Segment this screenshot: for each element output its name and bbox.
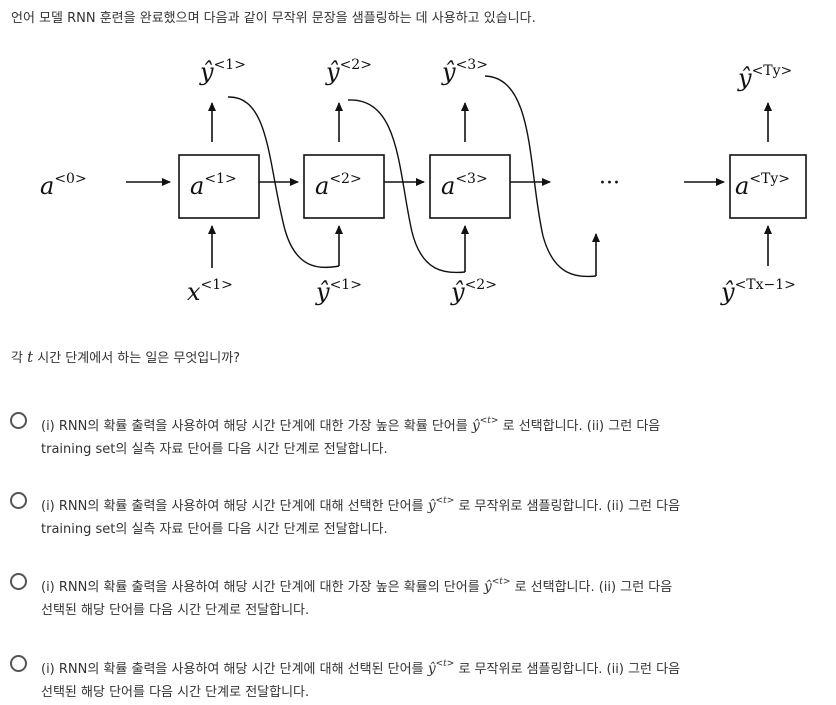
svg-text:a<Ty>: a<Ty>: [735, 171, 790, 200]
option-3-text: (i) RNN의 확률 출력을 사용하여 해당 시간 단계에 대한 가장 높은 …: [41, 577, 673, 618]
input-2-label: ŷ<1>: [315, 277, 362, 306]
output-2-label: ŷ<2>: [325, 57, 372, 86]
cell-3-sup: <3>: [455, 171, 487, 187]
option-4-text: (i) RNN의 확률 출력을 사용하여 해당 시간 단계에 대해 선택된 단어…: [41, 659, 681, 700]
radio-button-3[interactable]: [10, 573, 27, 590]
ellipsis: ···: [599, 171, 620, 196]
feedback-curve-3: [484, 75, 597, 278]
option-4-yhat: ŷ: [427, 661, 436, 677]
answer-option-2[interactable]: (i) RNN의 확률 출력을 사용하여 해당 시간 단계에 대해 선택한 단어…: [10, 490, 826, 537]
rnn-cell-2: a<2>: [303, 154, 385, 219]
answer-option-4[interactable]: (i) RNN의 확률 출력을 사용하여 해당 시간 단계에 대해 선택된 단어…: [10, 653, 826, 700]
input-3-label: ŷ<2>: [450, 277, 497, 306]
cell-3-label: a: [441, 172, 455, 200]
radio-button-4[interactable]: [10, 655, 27, 672]
output-ty-label: ŷ<Ty>: [737, 63, 792, 92]
feedback-curve-1: [227, 96, 340, 269]
cell-ty-label: a: [735, 172, 749, 200]
svg-text:a<3>: a<3>: [441, 171, 488, 200]
option-2-text: (i) RNN의 확률 출력을 사용하여 해당 시간 단계에 대해 선택한 단어…: [41, 496, 681, 537]
rnn-cell-1: a<1>: [178, 154, 260, 219]
intro-text: 언어 모델 RNN 훈련을 완료했으며 다음과 같이 무작위 문장을 샘플링하는…: [11, 11, 536, 26]
input-1-label: x<1>: [187, 277, 233, 306]
cell-2-label: a: [315, 172, 329, 200]
answer-option-1[interactable]: (i) RNN의 확률 출력을 사용하여 해당 시간 단계에 대한 가장 높은 …: [10, 410, 826, 457]
rnn-sampling-diagram: a<0> a<1> a<2> a<3> a<Ty> ··· ŷ<1> ŷ<2> …: [40, 57, 807, 306]
cell-ty-sup: <Ty>: [749, 171, 790, 187]
input-ty-label: ŷ<Tx−1>: [720, 277, 796, 306]
radio-button-2[interactable]: [10, 492, 27, 509]
cell-1-sup: <1>: [204, 171, 236, 187]
option-1-text: (i) RNN의 확률 출력을 사용하여 해당 시간 단계에 대한 가장 높은 …: [41, 416, 661, 457]
svg-text:a<2>: a<2>: [315, 171, 362, 200]
cell-1-label: a: [190, 172, 204, 200]
cell-2-sup: <2>: [329, 171, 361, 187]
rnn-cell-ty: a<Ty>: [729, 154, 807, 219]
radio-button-1[interactable]: [10, 412, 27, 429]
option-2-yhat: ŷ: [427, 498, 436, 514]
rnn-cell-3: a<3>: [429, 154, 511, 219]
output-3-label: ŷ<3>: [441, 57, 488, 86]
question-text: 각 t 시간 단계에서 하는 일은 무엇입니까?: [11, 348, 241, 366]
option-3-yhat: ŷ: [483, 579, 492, 595]
answer-option-3[interactable]: (i) RNN의 확률 출력을 사용하여 해당 시간 단계에 대한 가장 높은 …: [10, 571, 826, 618]
option-1-yhat: ŷ: [471, 418, 480, 434]
question-var-t: t: [27, 348, 34, 366]
a0-label: a<0>: [40, 171, 87, 200]
feedback-curve-2: [347, 99, 466, 274]
output-1-label: ŷ<1>: [199, 57, 246, 86]
svg-text:a<1>: a<1>: [190, 171, 237, 200]
